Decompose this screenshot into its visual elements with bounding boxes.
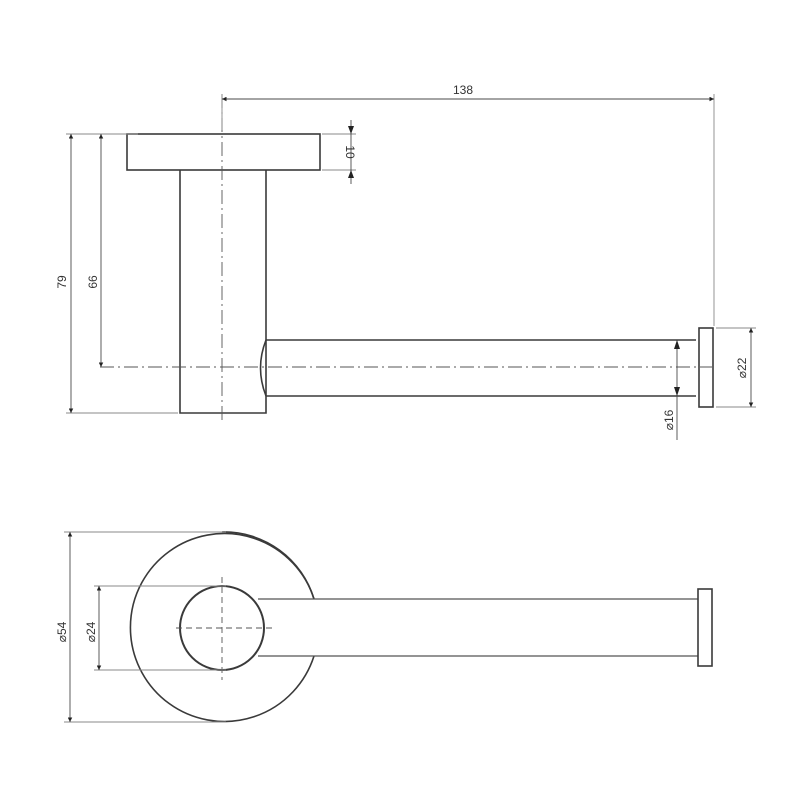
wall-flange: [126, 133, 321, 171]
dim-label-flange-diameter: ⌀54: [55, 621, 69, 642]
end-cap: [698, 327, 714, 408]
end-cap-top: [697, 588, 713, 667]
rod: [259, 339, 696, 397]
dim-label-center-height: 66: [86, 275, 100, 289]
post: [179, 170, 267, 414]
dim-label-post-diameter: ⌀24: [84, 621, 98, 642]
dim-label-rod-diameter: ⌀16: [662, 409, 676, 430]
flange-circle: [129, 532, 315, 723]
dim-label-overall-length: 138: [453, 83, 473, 97]
top-view: ⌀54 ⌀24: [55, 531, 713, 723]
rod-top: [258, 598, 698, 657]
dim-label-total-height: 79: [55, 275, 69, 289]
dim-label-end-cap-diameter: ⌀22: [735, 357, 749, 378]
dim-label-flange-thickness: 10: [343, 145, 357, 159]
side-view: 138 10 79 66 ⌀16 ⌀22: [55, 83, 756, 440]
